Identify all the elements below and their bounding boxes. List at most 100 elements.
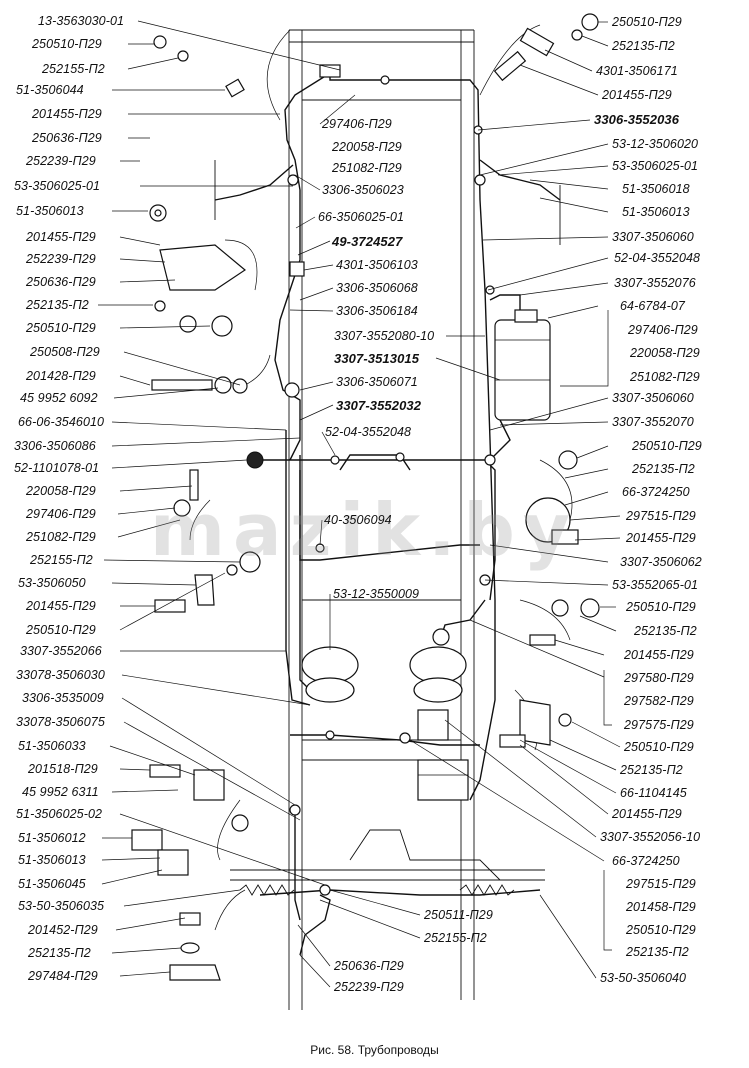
part-label: 51-3506013 <box>622 205 690 219</box>
part-label: 297515-П29 <box>626 877 696 891</box>
part-label: 250510-П29 <box>632 439 702 453</box>
part-label: 250636-П29 <box>26 275 96 289</box>
part-label: 3307-3506060 <box>612 230 694 244</box>
part-label: 53-12-3506020 <box>612 137 699 151</box>
part-label: 53-3506025-01 <box>612 159 699 173</box>
part-label: 252135-П2 <box>634 624 697 638</box>
part-label: 3306-3535009 <box>22 691 104 705</box>
watermark: mazik.by <box>150 488 578 572</box>
part-label: 201455-П29 <box>32 107 102 121</box>
part-label: 66-1104145 <box>620 786 687 800</box>
part-label: 252239-П29 <box>26 154 96 168</box>
part-label: 3307-3552076 <box>614 276 696 290</box>
part-label: 252135-П2 <box>26 298 89 312</box>
part-label: 250508-П29 <box>30 345 100 359</box>
brake-pipes <box>214 65 561 956</box>
part-label: 250510-П29 <box>26 321 96 335</box>
part-label: 250636-П29 <box>334 959 404 973</box>
part-label: 45 9952 6092 <box>20 391 98 405</box>
part-label: 297484-П29 <box>28 969 98 983</box>
part-label: 53-3506050 <box>18 576 86 590</box>
part-label: 53-12-3550009 <box>333 587 420 601</box>
receiver <box>494 309 551 421</box>
part-label: 297406-П29 <box>26 507 96 521</box>
part-label: 3307-3513015 <box>334 351 420 366</box>
part-label: 3307-3506060 <box>612 391 694 405</box>
part-label: 3306-3506023 <box>322 183 404 197</box>
part-label: 33078-3506030 <box>16 668 105 682</box>
part-label: 297406-П29 <box>322 117 392 131</box>
part-label: 52-04-3552048 <box>614 251 701 265</box>
part-label: 51-3506018 <box>622 182 690 196</box>
part-label: 64-6784-07 <box>620 299 685 313</box>
figure-caption: Рис. 58. Трубопроводы <box>310 1043 439 1057</box>
part-label: 52-1101078-01 <box>14 461 100 475</box>
part-label: 66-3724250 <box>622 485 690 499</box>
callout-arcs <box>189 24 573 931</box>
part-label: 201455-П29 <box>624 648 694 662</box>
part-label: 201455-П29 <box>26 230 96 244</box>
part-label: 297515-П29 <box>626 509 696 523</box>
part-label: 201455-П29 <box>626 531 696 545</box>
part-label: 3307-3552066 <box>20 644 102 658</box>
part-label: 251082-П29 <box>332 161 402 175</box>
part-label: 252135-П2 <box>620 763 683 777</box>
part-label: 297575-П29 <box>624 718 694 732</box>
part-label: 3306-3506071 <box>336 375 418 389</box>
part-label: 201458-П29 <box>626 900 696 914</box>
part-label: 250510-П29 <box>626 923 696 937</box>
part-label: 3307-3506062 <box>620 555 702 569</box>
part-label: 252155-П2 <box>30 553 93 567</box>
part-label: 53-50-3506035 <box>18 899 105 913</box>
part-label: 3306-3506068 <box>336 281 418 295</box>
part-label: 51-3506013 <box>16 204 84 218</box>
part-label: 51-3506044 <box>16 83 84 97</box>
part-label: 3306-3506086 <box>14 439 96 453</box>
part-label: 53-3506025-01 <box>14 179 101 193</box>
part-label: 51-3506045 <box>18 877 86 891</box>
frame-rails <box>230 29 545 1010</box>
leader-lines-center <box>289 94 501 650</box>
leader-lines-left <box>98 20 341 977</box>
part-label: 45 9952 6311 <box>22 785 99 799</box>
part-label: 51-3506033 <box>18 739 86 753</box>
part-label: 252239-П29 <box>334 980 404 994</box>
part-label: 201455-П29 <box>612 807 682 821</box>
part-label: 51-3506012 <box>18 831 86 845</box>
part-label: 201455-П29 <box>26 599 96 613</box>
part-label: 201452-П29 <box>28 923 98 937</box>
part-label: 252155-П2 <box>42 62 105 76</box>
part-label: 252155-П2 <box>424 931 487 945</box>
part-label: 3306-3552036 <box>594 112 680 127</box>
part-label: 252239-П29 <box>26 252 96 266</box>
part-label: 251082-П29 <box>630 370 700 384</box>
part-label: 51-3506013 <box>18 853 86 867</box>
part-label: 3307-3552080-10 <box>334 329 435 343</box>
part-label: 250510-П29 <box>32 37 102 51</box>
part-label: 297582-П29 <box>624 694 694 708</box>
part-label: 201455-П29 <box>602 88 672 102</box>
part-label: 51-3506025-02 <box>16 807 103 821</box>
leader-lines-right <box>297 21 621 988</box>
part-label: 297406-П29 <box>628 323 698 337</box>
part-label: 66-3506025-01 <box>318 210 405 224</box>
part-label: 33078-3506075 <box>16 715 105 729</box>
part-label: 250510-П29 <box>612 15 682 29</box>
part-label: 201518-П29 <box>28 762 98 776</box>
part-label: 4301-3506171 <box>596 64 678 78</box>
part-label: 4301-3506103 <box>336 258 418 272</box>
part-label: 220058-П29 <box>26 484 96 498</box>
part-label: 66-3724250 <box>612 854 680 868</box>
part-label: 52-04-3552048 <box>325 425 412 439</box>
parts <box>131 13 600 981</box>
part-label: 252135-П2 <box>632 462 695 476</box>
part-label: 251082-П29 <box>26 530 96 544</box>
part-label: 250510-П29 <box>626 600 696 614</box>
part-label: 3306-3506184 <box>336 304 418 318</box>
part-label: 3307-3552056-10 <box>600 830 701 844</box>
part-label: 252135-П2 <box>28 946 91 960</box>
part-label: 252135-П2 <box>626 945 689 959</box>
part-label: 250510-П29 <box>26 623 96 637</box>
part-label: 252135-П2 <box>612 39 675 53</box>
